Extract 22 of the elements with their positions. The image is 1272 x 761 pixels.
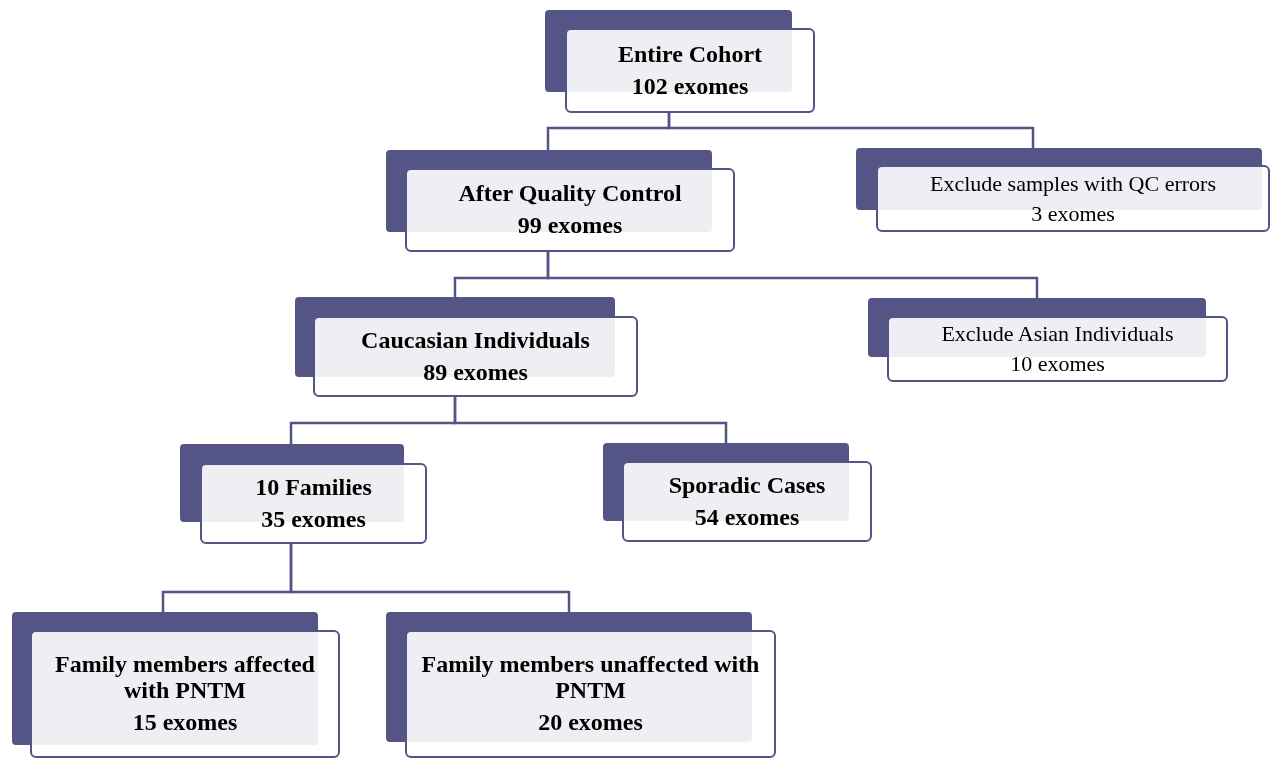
node-title: 10 Families <box>255 474 372 501</box>
exome-count: 10 exomes <box>1010 352 1105 376</box>
exome-count: 15 exomes <box>132 709 238 736</box>
exome-count: 54 exomes <box>694 504 800 531</box>
exome-count: 102 exomes <box>631 73 749 100</box>
exome-count: 99 exomes <box>517 213 623 239</box>
node-title: Entire Cohort <box>617 41 763 68</box>
exome-count: 89 exomes <box>423 359 528 386</box>
connector-line <box>453 397 728 443</box>
exome-count: 35 exomes <box>261 506 366 533</box>
node-title: After Quality Control <box>458 181 682 207</box>
exome-count: 20 exomes <box>538 709 643 736</box>
node-title: Caucasian Individuals <box>361 327 590 354</box>
connector-line <box>289 544 571 612</box>
connector-line <box>667 113 1035 148</box>
node-title: Family members affected with PNTM <box>54 652 316 704</box>
connector-line <box>546 252 1039 298</box>
node-title: Exclude Asian Individuals <box>941 322 1174 346</box>
node-title: Family members unaffected with PNTM <box>420 652 761 704</box>
node-title: Exclude samples with QC errors <box>930 171 1216 196</box>
node-title: Sporadic Cases <box>668 472 826 499</box>
exome-count: 3 exomes <box>1031 201 1115 226</box>
